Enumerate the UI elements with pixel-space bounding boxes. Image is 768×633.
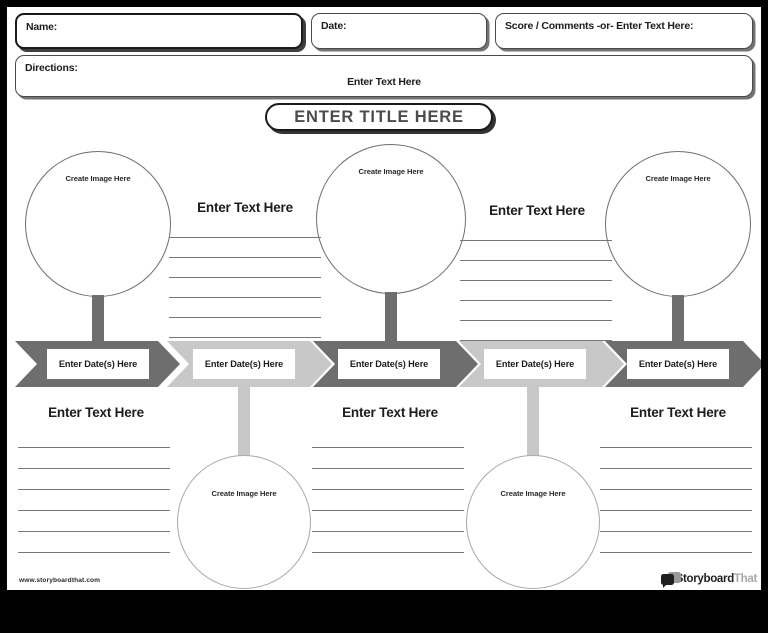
bottom-column-2-heading: Enter Text Here — [342, 405, 438, 420]
top-image-circle-2[interactable]: Create Image Here — [316, 144, 466, 294]
directions-field[interactable]: Directions: Enter Text Here — [15, 55, 753, 97]
bottom-column-1-heading: Enter Text Here — [48, 405, 144, 420]
storyboardthat-logo[interactable]: Storyboard That — [661, 569, 757, 589]
bottom-stem-1 — [238, 387, 250, 457]
score-comments-label: Score / Comments -or- Enter Text Here: — [505, 20, 694, 32]
name-label: Name: — [26, 21, 58, 33]
timeline-date-4[interactable]: Enter Date(s) Here — [484, 349, 586, 379]
top-stem-1 — [92, 295, 104, 343]
footer-url[interactable]: www.storyboardthat.com — [19, 577, 101, 584]
directions-label: Directions: — [25, 62, 78, 74]
bottom-image-circle-1[interactable]: Create Image Here — [177, 455, 311, 589]
logo-word-that: That — [733, 573, 757, 585]
speech-bubble-icon — [661, 571, 681, 588]
bottom-stem-2 — [527, 387, 539, 457]
top-image-circle-1-caption: Create Image Here — [65, 174, 131, 183]
top-stem-3 — [672, 295, 684, 343]
timeline-date-3[interactable]: Enter Date(s) Here — [338, 349, 440, 379]
timeline-bar: Enter Date(s) Here Enter Date(s) Here En… — [7, 341, 761, 393]
top-image-circle-3-caption: Create Image Here — [645, 174, 711, 183]
date-label: Date: — [321, 20, 347, 32]
top-image-circle-3[interactable]: Create Image Here — [605, 151, 751, 297]
top-column-1-heading: Enter Text Here — [197, 200, 293, 215]
top-image-circle-2-caption: Create Image Here — [358, 167, 424, 176]
title-banner[interactable]: ENTER TITLE HERE — [265, 103, 493, 131]
bottom-column-3-heading: Enter Text Here — [630, 405, 726, 420]
date-field[interactable]: Date: — [311, 13, 487, 49]
timeline-date-2[interactable]: Enter Date(s) Here — [193, 349, 295, 379]
top-stem-2 — [385, 292, 397, 343]
name-field[interactable]: Name: — [15, 13, 303, 49]
score-comments-field[interactable]: Score / Comments -or- Enter Text Here: — [495, 13, 753, 49]
top-column-2-heading: Enter Text Here — [489, 203, 585, 218]
logo-word-storyboard: Storyboard — [675, 573, 735, 585]
bottom-image-circle-1-caption: Create Image Here — [211, 489, 277, 498]
bottom-image-circle-2-caption: Create Image Here — [500, 489, 566, 498]
directions-placeholder: Enter Text Here — [347, 76, 421, 88]
bottom-image-circle-2[interactable]: Create Image Here — [466, 455, 600, 589]
worksheet-page: Name: Date: Score / Comments -or- Enter … — [7, 7, 761, 590]
top-image-circle-1[interactable]: Create Image Here — [25, 151, 171, 297]
timeline-date-5[interactable]: Enter Date(s) Here — [627, 349, 729, 379]
timeline-date-1[interactable]: Enter Date(s) Here — [47, 349, 149, 379]
page-title: ENTER TITLE HERE — [294, 107, 464, 126]
